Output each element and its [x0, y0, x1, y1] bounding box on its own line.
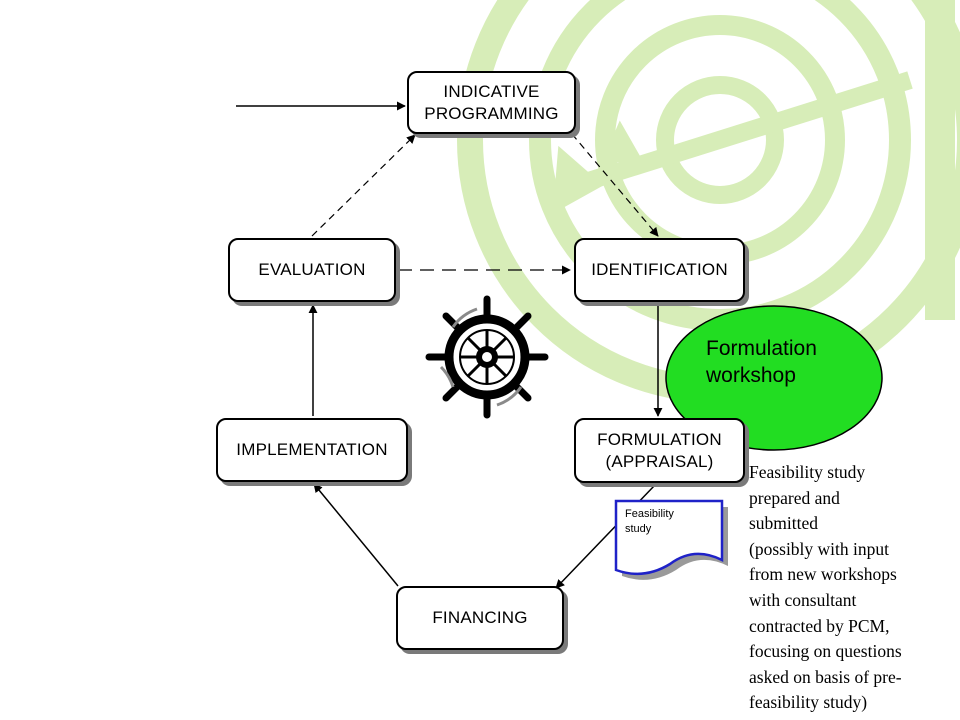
stage-label: INDICATIVE	[443, 81, 540, 101]
stage-evaluation: EVALUATION	[228, 238, 396, 302]
stage-label: FORMULATION	[597, 429, 722, 449]
feasibility-document-label: Feasibility study	[625, 507, 705, 537]
arrow-indicative-to-identification	[571, 133, 659, 237]
note-line: submitted	[749, 513, 819, 534]
note-line: asked on basis of pre-	[749, 666, 902, 687]
stage-financing: FINANCING	[396, 586, 564, 650]
stage-label: IMPLEMENTATION	[236, 440, 388, 459]
stage-implementation: IMPLEMENTATION	[216, 418, 408, 482]
arrow-evaluation-to-indicative	[311, 134, 416, 237]
arrow-financing-to-implementation	[313, 483, 399, 587]
feasibility-document-icon	[614, 499, 728, 580]
document-label-line: study	[625, 523, 652, 535]
stage-indicative-programming: INDICATIVE PROGRAMMING	[407, 71, 576, 134]
note-line: contracted by PCM,	[749, 615, 890, 636]
stage-label: (APPRAISAL)	[605, 451, 714, 471]
note-line: feasibility study)	[749, 692, 868, 713]
workshop-label-line: workshop	[706, 364, 796, 387]
workshop-label-line: Formulation	[706, 337, 817, 360]
note-line: focusing on questions	[749, 641, 902, 662]
note-line: with consultant	[749, 589, 857, 610]
stage-label: PROGRAMMING	[424, 103, 559, 123]
feasibility-note: Feasibility study prepared and submitted…	[749, 460, 954, 716]
document-label-line: Feasibility	[625, 508, 674, 520]
note-line: prepared and	[749, 487, 840, 508]
workshop-bubble-label: Formulation workshop	[706, 335, 866, 389]
ship-wheel-icon	[425, 295, 549, 419]
stage-label: IDENTIFICATION	[591, 260, 728, 279]
note-line: Feasibility study	[749, 462, 866, 482]
stage-identification: IDENTIFICATION	[574, 238, 745, 302]
workshop-bubble-shape	[665, 305, 883, 451]
stage-formulation: FORMULATION (APPRAISAL)	[574, 418, 745, 483]
note-line: (possibly with input	[749, 538, 890, 559]
stage-label: FINANCING	[432, 608, 528, 627]
stage-label: EVALUATION	[258, 260, 366, 279]
note-line: from new workshops	[749, 564, 897, 585]
